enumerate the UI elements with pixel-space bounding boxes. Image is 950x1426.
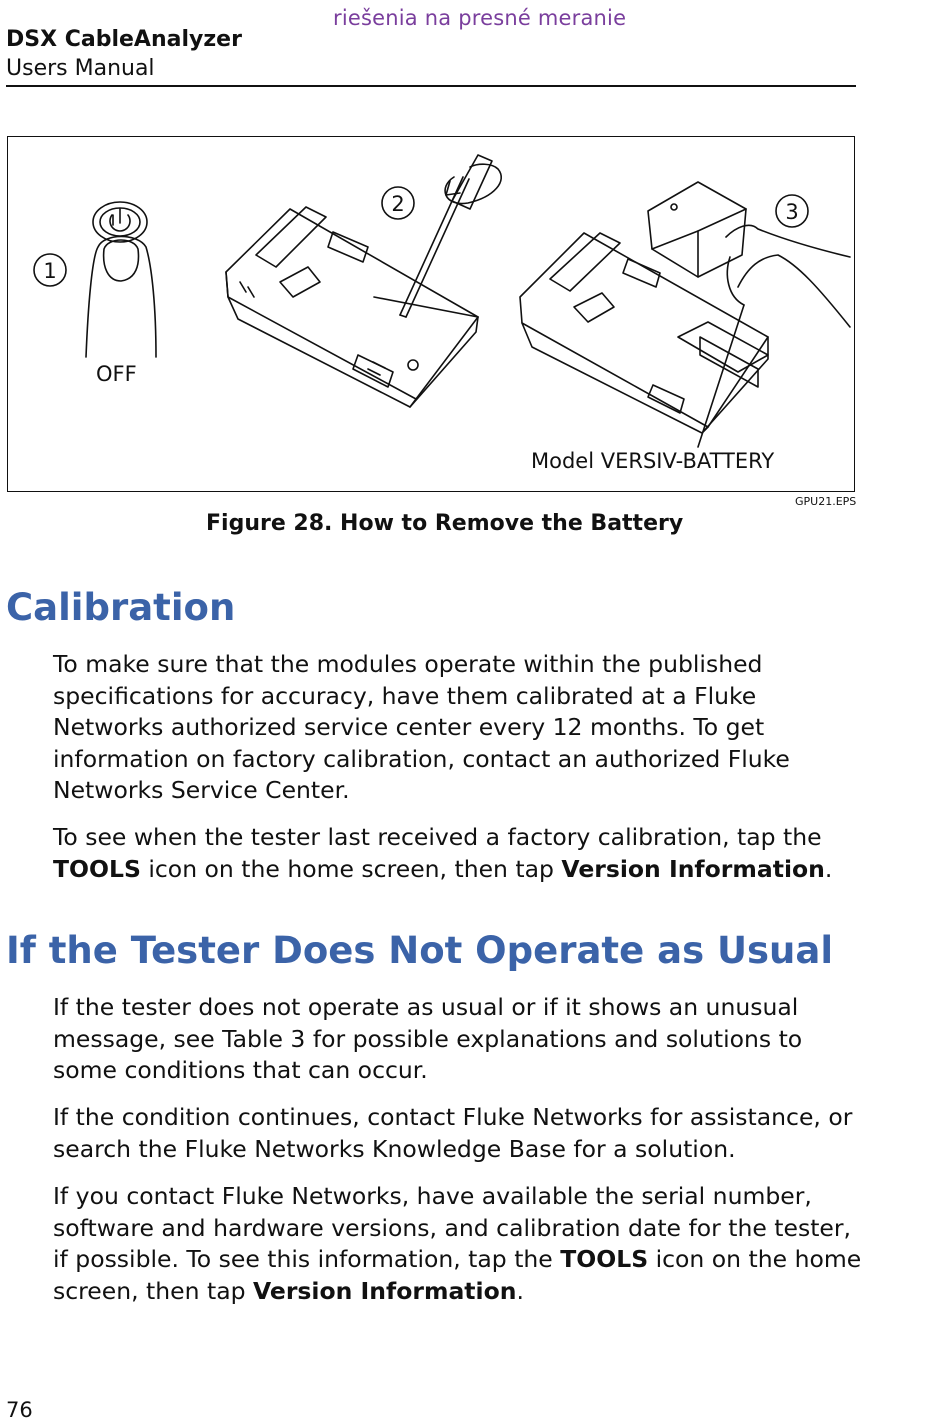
watermark: riešenia na presné meranie (333, 6, 627, 30)
figure-file-id: GPU21.EPS (795, 495, 857, 508)
troubleshooting-paragraph-3: If you contact Fluke Networks, have avai… (53, 1181, 863, 1307)
step-2-badge: 2 (381, 186, 415, 220)
calibration-heading: Calibration (6, 586, 236, 629)
off-label: OFF (96, 362, 137, 386)
calibration-paragraph-2: To see when the tester last received a f… (53, 822, 863, 885)
troubleshooting-p3-text-1: If you contact Fluke Networks, have avai… (53, 1182, 852, 1273)
step-3-number: 3 (785, 200, 798, 224)
version-information-keyword: Version Information (253, 1276, 517, 1305)
troubleshooting-paragraph-1: If the tester does not operate as usual … (53, 993, 803, 1084)
troubleshooting-heading: If the Tester Does Not Operate as Usual (6, 929, 834, 972)
document-title: DSX CableAnalyzer (6, 27, 242, 52)
calibration-p2-text-2: icon on the home screen, then tap (140, 854, 562, 883)
tools-keyword: TOOLS (560, 1245, 649, 1273)
battery-model-label: Model VERSIV-BATTERY (531, 449, 775, 473)
tools-keyword: TOOLS (53, 854, 141, 883)
step-2-number: 2 (391, 192, 404, 216)
troubleshooting-p3-text-2: icon on the home screen, then tap (53, 1245, 862, 1305)
troubleshooting-paragraph-2: If the condition continues, contact Fluk… (53, 1103, 853, 1163)
power-button-illustration (85, 201, 157, 358)
calibration-p2-text-3: . (824, 854, 833, 883)
tester-with-battery-illustration (519, 181, 851, 448)
battery-removal-figure: 1 2 3 OFF Model VERSIV-BATTERY (7, 136, 855, 492)
troubleshooting-p3-text-3: . (516, 1276, 524, 1305)
calibration-paragraph-1: To make sure that the modules operate wi… (53, 650, 790, 804)
battery-illustration: 1 2 3 (33, 154, 851, 448)
version-information-keyword: Version Information (561, 854, 825, 883)
step-1-number: 1 (43, 259, 56, 283)
calibration-p2-text-1: To see when the tester last received a f… (53, 823, 822, 851)
tester-with-screwdriver-illustration (225, 154, 502, 408)
step-3-badge: 3 (775, 194, 809, 228)
figure-caption: Figure 28. How to Remove the Battery (206, 511, 684, 536)
header-rule (6, 85, 856, 87)
step-1-badge: 1 (33, 253, 67, 287)
document-subtitle: Users Manual (6, 56, 155, 81)
page-number: 76 (6, 1398, 33, 1422)
